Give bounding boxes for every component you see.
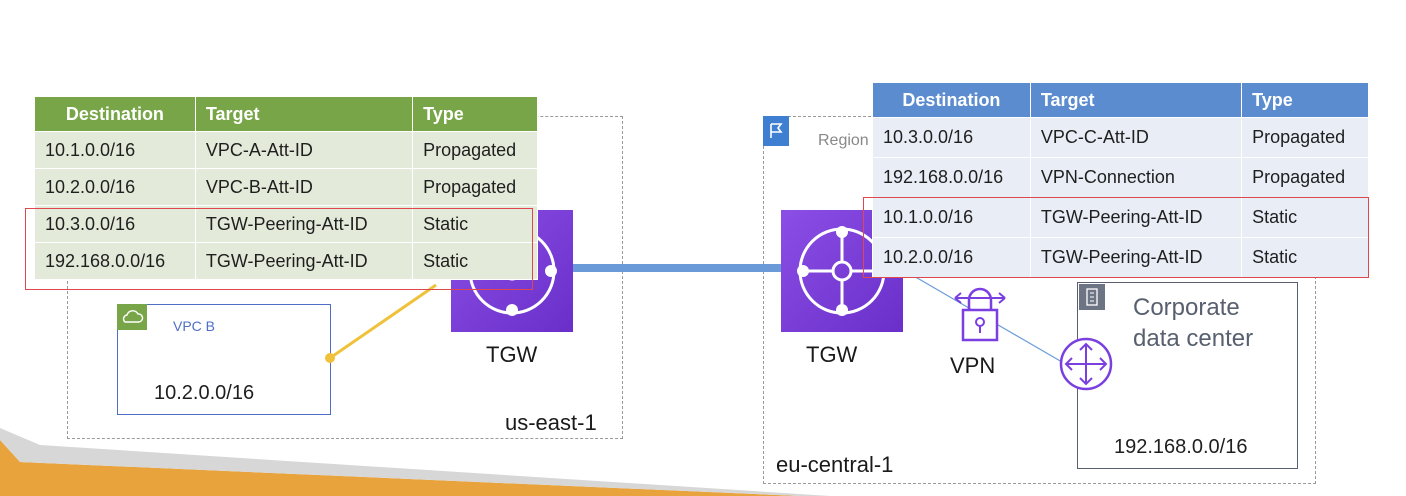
route-target: TGW-Peering-Att-ID (194, 242, 414, 280)
route-row: 10.3.0.0/16 VPC-C-Att-ID Propagated (872, 117, 1369, 158)
route-destination: 192.168.0.0/16 (872, 157, 1031, 198)
route-target: VPN-Connection (1029, 157, 1243, 198)
route-destination: 10.2.0.0/16 (34, 168, 196, 206)
vpn-label: VPN (950, 353, 996, 378)
route-type: Static (1241, 237, 1369, 278)
highlight-static-routes-right (863, 197, 1369, 278)
route-row: 10.1.0.0/16 TGW-Peering-Att-ID Static (872, 197, 1369, 238)
route-type: Propagated (1241, 117, 1369, 158)
route-row: 10.2.0.0/16 VPC-B-Att-ID Propagated (34, 168, 538, 206)
vpn-lock-icon (954, 287, 1006, 342)
route-type: Propagated (1241, 157, 1369, 198)
region-label-us-east-1: us-east-1 (505, 410, 597, 435)
datacenter-name-line1: Corporate (1133, 294, 1240, 321)
route-destination: 10.1.0.0/16 (872, 197, 1031, 238)
route-destination: 10.3.0.0/16 (872, 117, 1031, 158)
route-destination: 10.1.0.0/16 (34, 131, 196, 169)
route-target: VPC-B-Att-ID (194, 168, 414, 206)
route-table-eu-central-1: Destination Target Type 10.3.0.0/16 VPC-… (872, 82, 1369, 278)
route-type: Static (412, 242, 538, 280)
datacenter-name-line2: data center (1133, 325, 1254, 352)
route-target: TGW-Peering-Att-ID (1029, 197, 1243, 238)
route-row: 192.168.0.0/16 TGW-Peering-Att-ID Static (34, 242, 538, 280)
vpc-b-cidr: 10.2.0.0/16 (154, 382, 255, 404)
tgw-left-label: TGW (486, 342, 538, 367)
route-type: Static (1241, 197, 1369, 238)
route-destination: 192.168.0.0/16 (34, 242, 196, 280)
col-header-target: Target (194, 96, 414, 132)
vpc-b-box (117, 304, 331, 415)
route-row: 10.2.0.0/16 TGW-Peering-Att-ID Static (872, 237, 1369, 278)
route-table-us-east-1: Destination Target Type 10.1.0.0/16 VPC-… (34, 96, 538, 280)
col-header-target: Target (1029, 82, 1243, 118)
route-target: VPC-C-Att-ID (1029, 117, 1243, 158)
datacenter-cidr: 192.168.0.0/16 (1114, 436, 1248, 458)
route-row: 10.1.0.0/16 VPC-A-Att-ID Propagated (34, 131, 538, 169)
vpc-cloud-icon (117, 304, 147, 330)
building-icon (1079, 284, 1105, 310)
col-header-type: Type (1241, 82, 1369, 118)
region-tag-label: Region (818, 132, 869, 149)
route-type: Propagated (412, 168, 538, 206)
col-header-destination: Destination (34, 96, 196, 132)
route-target: TGW-Peering-Att-ID (1029, 237, 1243, 278)
route-row: 10.3.0.0/16 TGW-Peering-Att-ID Static (34, 205, 538, 243)
route-type: Propagated (412, 131, 538, 169)
vpc-b-name: VPC B (173, 318, 216, 334)
route-type: Static (412, 205, 538, 243)
highlight-static-routes-left (25, 208, 533, 290)
route-row: 192.168.0.0/16 VPN-Connection Propagated (872, 157, 1369, 198)
region-flag-icon (763, 116, 789, 146)
col-header-destination: Destination (872, 82, 1031, 118)
col-header-type: Type (412, 96, 538, 132)
router-icon (1059, 337, 1113, 391)
route-destination: 10.3.0.0/16 (34, 205, 196, 243)
tgw-right-label: TGW (806, 342, 858, 367)
region-label-eu-central-1: eu-central-1 (776, 452, 894, 477)
route-target: VPC-A-Att-ID (194, 131, 414, 169)
